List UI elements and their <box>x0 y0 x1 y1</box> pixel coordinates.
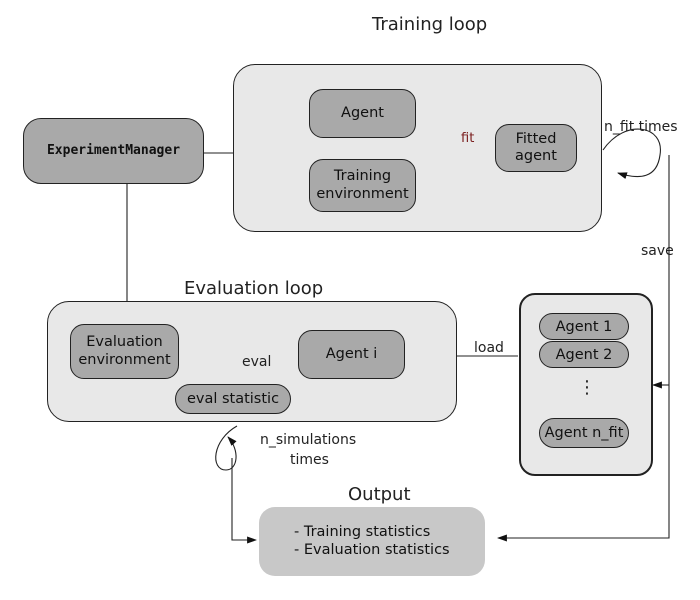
eval-statistic-node[interactable]: eval statistic <box>175 384 291 414</box>
training-environment-node[interactable]: Training environment <box>309 159 416 212</box>
training-loop-title: Training loop <box>372 14 488 35</box>
output-title: Output <box>348 484 411 505</box>
fit-label: fit <box>461 131 475 146</box>
eval-label: eval <box>242 354 272 370</box>
output-evaluation-statistics: - Evaluation statistics <box>294 541 450 558</box>
agent-i-node[interactable]: Agent i <box>298 330 405 379</box>
output-node[interactable]: - Training statistics - Evaluation stati… <box>259 507 485 576</box>
evaluation-loop-title: Evaluation loop <box>184 278 324 299</box>
load-label: load <box>474 340 504 356</box>
agent-list-item[interactable]: Agent n_fit <box>539 418 629 448</box>
edge-eval-to-output <box>231 458 257 544</box>
experiment-manager-node[interactable]: ExperimentManager <box>23 118 204 184</box>
n-simulations-label: n_simulations <box>260 432 357 448</box>
edge-save <box>497 155 670 542</box>
output-training-statistics: - Training statistics <box>294 524 431 541</box>
n-fit-loop <box>602 128 661 180</box>
evaluation-environment-node[interactable]: Evaluation environment <box>70 324 179 379</box>
save-label: save <box>641 243 674 259</box>
n-fit-times-label: n_fit times <box>604 119 678 135</box>
agent-node[interactable]: Agent <box>309 89 416 138</box>
agent-list-item[interactable]: Agent 2 <box>539 341 629 368</box>
times-label: times <box>290 452 329 468</box>
fitted-agent-node[interactable]: Fitted agent <box>495 124 577 172</box>
agent-list-item[interactable]: Agent 1 <box>539 313 629 340</box>
n-simulations-loop <box>215 425 238 471</box>
agents-list-ellipsis: ⋮ <box>578 377 596 398</box>
